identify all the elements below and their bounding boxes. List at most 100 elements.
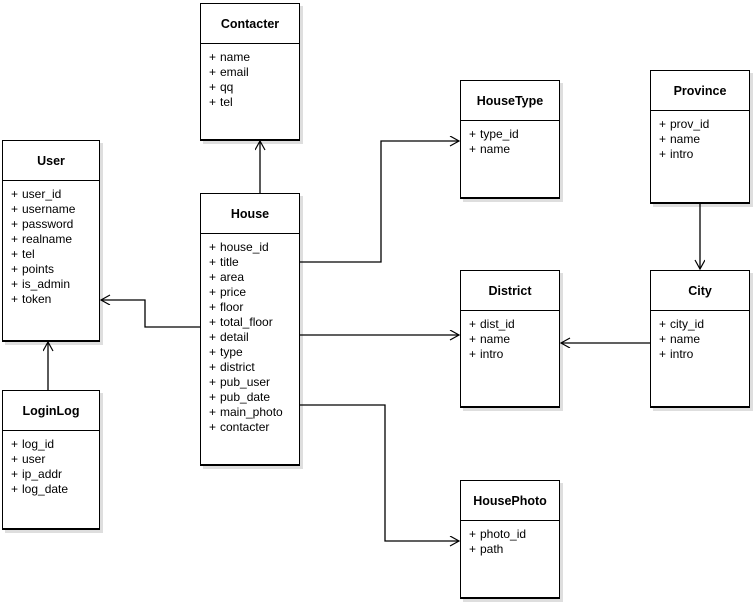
attribute-name: price [220, 285, 247, 299]
attribute-row: +tel [11, 247, 99, 262]
class-box-district[interactable]: District+dist_id+name+intro [460, 270, 560, 408]
attribute-name: points [22, 262, 55, 276]
attribute-row: +log_date [11, 482, 99, 497]
attribute-row: +username [11, 202, 99, 217]
attribute-row: +pub_date [209, 390, 299, 405]
attributes-compartment-city: +city_id+name+intro [651, 311, 749, 407]
visibility-marker: + [659, 132, 667, 146]
visibility-marker: + [209, 300, 217, 314]
attribute-row: +district [209, 360, 299, 375]
attribute-row: +token [11, 292, 99, 307]
attribute-name: name [480, 142, 511, 156]
attribute-row: +city_id [659, 317, 749, 332]
attribute-row: +contacter [209, 420, 299, 435]
attribute-row: +pub_user [209, 375, 299, 390]
visibility-marker: + [209, 95, 217, 109]
attribute-row: +password [11, 217, 99, 232]
visibility-marker: + [11, 247, 19, 261]
attribute-name: is_admin [22, 277, 71, 291]
attribute-name: token [22, 292, 52, 306]
attribute-name: log_id [22, 437, 55, 451]
attribute-name: email [220, 65, 249, 79]
visibility-marker: + [209, 420, 217, 434]
visibility-marker: + [11, 217, 19, 231]
attribute-row: +intro [659, 347, 749, 362]
visibility-marker: + [209, 405, 217, 419]
attribute-row: +type [209, 345, 299, 360]
attributes-compartment-user: +user_id+username+password+realname+tel+… [3, 181, 99, 341]
visibility-marker: + [209, 65, 217, 79]
attribute-row: +path [469, 542, 559, 557]
attribute-row: +name [659, 332, 749, 347]
attribute-name: intro [670, 347, 694, 361]
attribute-name: area [220, 270, 245, 284]
attribute-name: user [22, 452, 46, 466]
visibility-marker: + [209, 345, 217, 359]
class-name-user: User [3, 141, 99, 181]
attribute-name: pub_user [220, 375, 271, 389]
class-box-province[interactable]: Province+prov_id+name+intro [650, 70, 750, 204]
attribute-name: pub_date [220, 390, 271, 404]
attribute-row: +house_id [209, 240, 299, 255]
class-box-housephoto[interactable]: HousePhoto+photo_id+path [460, 480, 560, 599]
visibility-marker: + [209, 50, 217, 64]
visibility-marker: + [11, 292, 19, 306]
class-box-contacter[interactable]: Contacter+name+email+qq+tel [200, 3, 300, 141]
connector-house-to-user [101, 300, 200, 328]
attribute-row: +points [11, 262, 99, 277]
attribute-name: city_id [670, 317, 705, 331]
attribute-row: +area [209, 270, 299, 285]
class-name-loginlog: LoginLog [3, 391, 99, 431]
visibility-marker: + [469, 527, 477, 541]
visibility-marker: + [659, 117, 667, 131]
attribute-name: main_photo [220, 405, 283, 419]
visibility-marker: + [469, 347, 477, 361]
class-box-housetype[interactable]: HouseType+type_id+name [460, 80, 560, 199]
visibility-marker: + [209, 80, 217, 94]
attribute-name: intro [480, 347, 504, 361]
attribute-name: intro [670, 147, 694, 161]
attributes-compartment-province: +prov_id+name+intro [651, 111, 749, 203]
attribute-row: +price [209, 285, 299, 300]
attribute-row: +prov_id [659, 117, 749, 132]
attribute-row: +user_id [11, 187, 99, 202]
attributes-compartment-housetype: +type_id+name [461, 121, 559, 198]
attribute-name: username [22, 202, 76, 216]
class-name-house: House [201, 194, 299, 234]
visibility-marker: + [11, 437, 19, 451]
visibility-marker: + [11, 187, 19, 201]
attribute-name: district [220, 360, 255, 374]
attribute-name: type_id [480, 127, 519, 141]
visibility-marker: + [469, 332, 477, 346]
class-box-user[interactable]: User+user_id+username+password+realname+… [2, 140, 100, 342]
class-box-city[interactable]: City+city_id+name+intro [650, 270, 750, 408]
class-box-loginlog[interactable]: LoginLog+log_id+user+ip_addr+log_date [2, 390, 100, 530]
visibility-marker: + [659, 147, 667, 161]
visibility-marker: + [209, 360, 217, 374]
attribute-row: +qq [209, 80, 299, 95]
class-name-housephoto: HousePhoto [461, 481, 559, 521]
attribute-name: contacter [220, 420, 270, 434]
attribute-row: +total_floor [209, 315, 299, 330]
connector-house-to-housephoto [300, 404, 459, 541]
visibility-marker: + [469, 317, 477, 331]
attribute-name: log_date [22, 482, 69, 496]
attribute-row: +email [209, 65, 299, 80]
attribute-row: +intro [659, 147, 749, 162]
visibility-marker: + [659, 347, 667, 361]
visibility-marker: + [469, 542, 477, 556]
attribute-name: dist_id [480, 317, 515, 331]
attribute-name: qq [220, 80, 234, 94]
visibility-marker: + [11, 262, 19, 276]
attribute-name: realname [22, 232, 73, 246]
attribute-row: +floor [209, 300, 299, 315]
attribute-name: floor [220, 300, 244, 314]
visibility-marker: + [11, 452, 19, 466]
visibility-marker: + [469, 127, 477, 141]
class-box-house[interactable]: House+house_id+title+area+price+floor+to… [200, 193, 300, 466]
visibility-marker: + [209, 375, 217, 389]
attribute-name: tel [220, 95, 233, 109]
class-name-province: Province [651, 71, 749, 111]
